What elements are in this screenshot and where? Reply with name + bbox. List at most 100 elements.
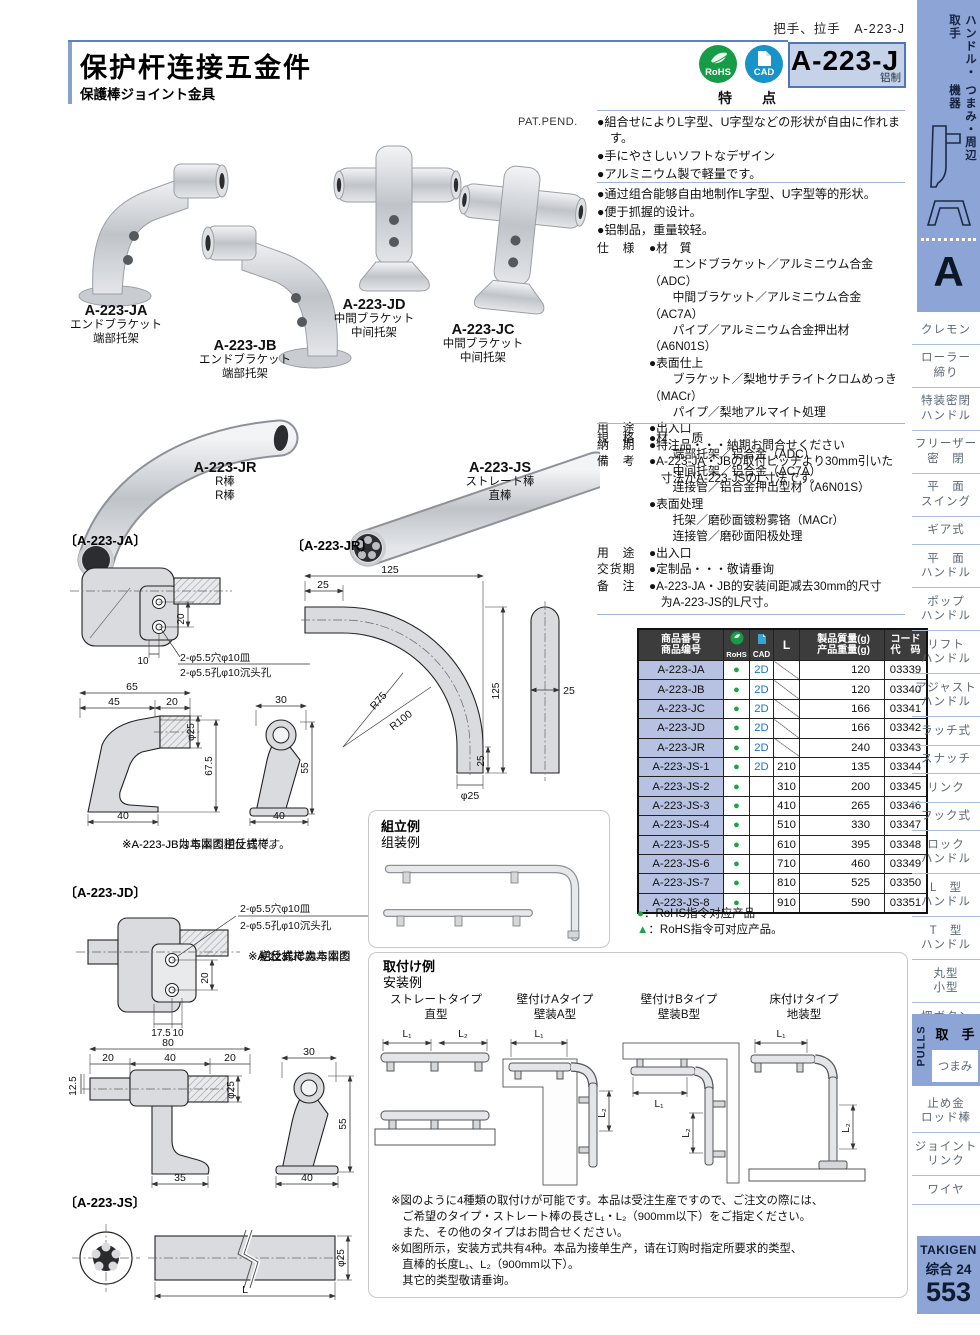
spec-row: 端部托架／铝合金（ADC） <box>649 447 816 462</box>
svg-text:L₁: L₁ <box>403 1029 413 1040</box>
breadcrumb: 把手、拉手 A-223-J <box>773 22 905 36</box>
sidebar-item[interactable]: 止め金 ロッド棒 <box>912 1090 980 1133</box>
sidebar-item[interactable]: アジャスト ハンドル <box>912 674 980 717</box>
sidebar-item[interactable]: フック式 <box>912 803 980 831</box>
sidebar-item[interactable]: ギア式 <box>912 517 980 545</box>
sidebar-pulls-block: PULLS 取 手 つまみ <box>912 1014 980 1086</box>
sidebar-item[interactable]: ロック ハンドル <box>912 831 980 874</box>
mounting-type-straight: ストレートタイプ直型 <box>390 994 482 1021</box>
svg-text:67.5: 67.5 <box>204 756 215 776</box>
table-row: A-223-JD ● 2D 166 03342 <box>637 718 928 739</box>
cad-mini-icon <box>757 633 766 644</box>
svg-text:40: 40 <box>273 810 285 822</box>
sidebar-item[interactable]: 平 面 スイング <box>912 474 980 517</box>
sidebar-item[interactable]: フリーザー 密 閉 <box>912 431 980 474</box>
drawing-note: 相反式样。 <box>248 949 316 963</box>
spec-row: 中間ブラケット／アルミニウム合金（AC7A） <box>649 290 862 321</box>
table-row: A-223-JS-3 ● 410 265 03346 <box>637 795 928 817</box>
table-row: A-223-JR ● 2D 240 03343 <box>637 737 928 758</box>
svg-text:20: 20 <box>200 972 211 984</box>
legend-item: ▲：RoHS指令可对应产品。 <box>637 924 783 936</box>
assembly-title-zh: 组装例 <box>381 835 421 850</box>
drawing-note: ※A-223-JB为与本图相反式样。 <box>122 837 280 851</box>
sidebar-item[interactable]: ポップ ハンドル <box>912 588 980 631</box>
sidebar-item[interactable]: 丸型 小型 <box>912 960 980 1003</box>
model-badge: A-223-J 铝制 <box>788 42 906 88</box>
dotted-divider <box>921 238 976 241</box>
drawing-note: ※A-223-JC为与本图 <box>248 949 350 963</box>
cad-icon: CAD <box>745 45 783 83</box>
catalog-label: 综合 24 <box>925 1262 972 1277</box>
spec-row: 交货期 ●定制品・・・敬请垂询 <box>597 562 775 577</box>
svg-text:φ25: φ25 <box>461 790 480 802</box>
sidebar-item[interactable]: 特装密閉 ハンドル <box>912 388 980 431</box>
svg-text:40: 40 <box>301 1172 313 1184</box>
svg-text:2-φ5.5穴φ10皿: 2-φ5.5穴φ10皿 <box>180 651 251 664</box>
spec-row: 为A-223-JS的L尺寸。 <box>649 595 776 610</box>
col-model: 商品番号商品编号 <box>637 628 724 661</box>
svg-text:L₁: L₁ <box>535 1029 545 1040</box>
spec-row: ●表面处理 <box>649 496 704 511</box>
svg-text:80: 80 <box>162 1037 174 1049</box>
feature-item: ●通过组合能够自由地制作L字型、U字型等的形状。 <box>597 187 876 201</box>
spec-row: パイプ／梨地アルマイト処理 <box>649 405 826 420</box>
spec-row: 用 途 ●出入口 <box>597 421 692 436</box>
features-heading: 特 点 <box>718 90 784 106</box>
table-row: A-223-JA ● 2D 120 03339 <box>637 659 928 681</box>
sidebar-item-pulls-active[interactable]: 取 手 <box>935 1027 975 1042</box>
sidebar-item[interactable]: ジョイント リンク <box>912 1133 980 1176</box>
svg-text:17.5: 17.5 <box>151 1028 171 1039</box>
sidebar-item[interactable]: 平 面 ハンドル <box>912 545 980 588</box>
svg-text:12.5: 12.5 <box>68 1076 79 1096</box>
sidebar-item[interactable]: ラッチ式 <box>912 717 980 746</box>
svg-text:2-φ5.5孔φ10沉头孔: 2-φ5.5孔φ10沉头孔 <box>240 919 332 932</box>
rohs-mini-icon <box>730 631 743 645</box>
sidebar-item[interactable]: ローラー 締り <box>912 345 980 388</box>
spec-row: 備 考 ●A-223-JA・JBの取付ピッチより30mm引いた <box>597 454 894 469</box>
sidebar-item[interactable]: ワイヤ <box>912 1176 980 1205</box>
photo-a223jc <box>458 165 587 315</box>
page-title: 保护杆连接五金件 <box>80 53 312 83</box>
sidebar-section-tab[interactable]: ハンドル・取手 つまみ・周辺機器 A <box>917 0 980 312</box>
rohs-icon: RoHS <box>699 45 737 83</box>
sidebar-footer: TAKIGEN 综合 24 553 <box>917 1236 980 1314</box>
rule <box>597 423 905 424</box>
sidebar-item[interactable]: リンク <box>912 774 980 803</box>
svg-text:L₂: L₂ <box>681 1128 692 1138</box>
brand-logo: TAKIGEN <box>920 1243 977 1257</box>
product-label-ja: A-223-JA エンドブラケット 端部托架 <box>70 303 162 345</box>
sidebar-item[interactable]: リフト ハンドル <box>912 631 980 674</box>
sidebar-item[interactable]: T 型 ハンドル <box>912 917 980 960</box>
spec-row: 仕 様 ●材 質 <box>597 241 692 255</box>
sidebar-item[interactable]: L 型 ハンドル <box>912 874 980 917</box>
photo-a223jb <box>201 225 352 369</box>
svg-text:30: 30 <box>303 1046 315 1058</box>
svg-text:〔A-223-JA〕: 〔A-223-JA〕 <box>64 533 146 548</box>
pat-pend-label: PAT.PEND. <box>518 116 578 128</box>
sidebar-categories-2: 止め金 ロッド棒 ジョイント リンク ワイヤ <box>912 1090 980 1205</box>
spec-row: 连接管／铝合金押出型材（A6N01S） <box>649 480 870 495</box>
svg-text:L₂: L₂ <box>458 1029 468 1040</box>
svg-text:65: 65 <box>126 681 138 693</box>
svg-text:40: 40 <box>164 1052 176 1064</box>
col-code: コード代 码 <box>884 628 928 661</box>
title-accent-bar <box>68 42 72 104</box>
sidebar-item[interactable]: クレモン <box>912 316 980 345</box>
model-number: A-223-J <box>790 45 900 76</box>
rule <box>597 182 905 183</box>
table-legend: ●：RoHS指令对应产品 ▲：RoHS指令可对应产品。 <box>637 906 783 938</box>
spec-row: パイプ／アルミニウム合金押出材（A6N01S） <box>649 323 850 354</box>
spec-row: エンドブラケット／アルミニウム合金（ADC） <box>649 257 874 288</box>
mounting-diagram-straight: L₁ L₂ <box>374 1029 496 1146</box>
mounting-diagram-wall-b: L₁ L₂ <box>622 1042 740 1184</box>
page-subtitle: 保護棒ジョイント金具 <box>80 87 215 102</box>
svg-text:2-φ5.5穴φ10皿: 2-φ5.5穴φ10皿 <box>240 902 311 915</box>
sidebar-item-knobs[interactable]: つまみ <box>932 1050 978 1082</box>
sidebar-categories: クレモン ローラー 締り 特装密閉 ハンドル フリーザー 密 閉 平 面 スイン… <box>912 316 980 1032</box>
spec-zh: 規 格 ●材 质 端部托架／铝合金（ADC） 中间托架／铝合金（AC7A） 连接… <box>597 430 907 610</box>
note-line: 直棒的长度L₁、L₂（900mm以下）。 <box>391 1259 580 1271</box>
features-zh: ●通过组合能够自由地制作L字型、U字型等的形状。●便于抓握的设计。●铝制品，重量… <box>597 186 907 240</box>
sidebar-item[interactable]: スナッチ <box>912 746 980 774</box>
svg-text:L₁: L₁ <box>777 1029 787 1040</box>
products-table: 商品番号商品编号 RoHS CAD L 製品質量(g)产品重量(g) <box>637 628 928 915</box>
